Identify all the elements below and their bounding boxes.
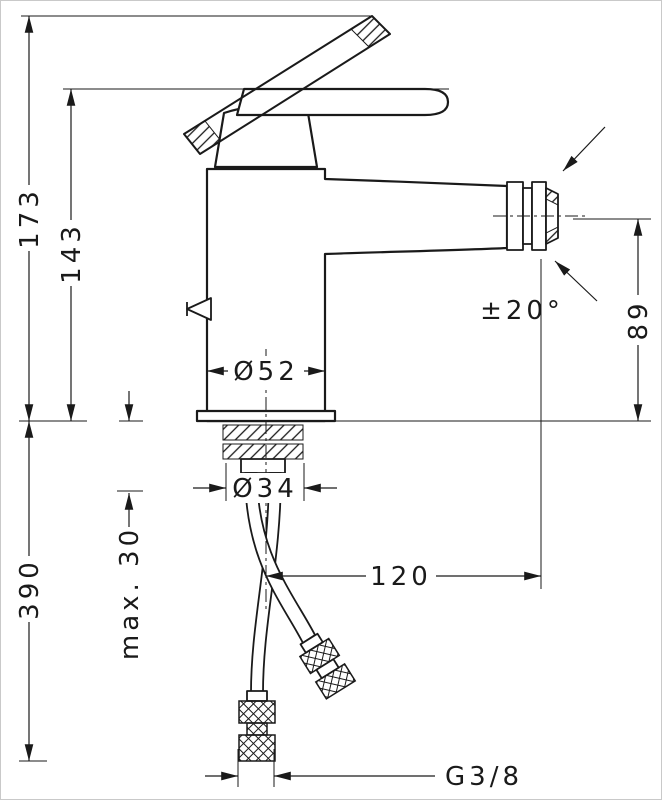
extension-lines: [19, 15, 651, 787]
label-bg-89: [623, 295, 653, 345]
dim-label-deck-thickness: max. 30: [115, 526, 145, 660]
label-bg-body-diameter: [228, 356, 304, 386]
lever-ghost-hatch-rear: [183, 120, 222, 155]
dim-label-swivel-angle: ±20°: [480, 296, 564, 326]
mounting-nut: [222, 443, 304, 460]
dim-label-body-diameter: Ø52: [233, 357, 299, 387]
dim-label-thread: G3/8: [445, 762, 523, 792]
label-bg-173: [14, 185, 44, 251]
connector-straight-nut-bottom: [238, 734, 276, 762]
lever-raised-ghost: [183, 15, 391, 155]
dimension-labels: 173 143 390 89 max. 30 Ø52 Ø34 120 ±20° …: [15, 187, 654, 792]
connector-angled: [298, 632, 357, 700]
label-bg-390: [14, 556, 44, 622]
side-marker-flag: [186, 297, 212, 321]
mounting-hardware: [222, 424, 304, 474]
connector-straight-neck: [246, 690, 268, 702]
dim-label-total-height: 173: [15, 187, 45, 249]
label-backgrounds: [14, 185, 653, 622]
swivel-arrow-upper: [562, 126, 606, 172]
dim-label-spout-height: 143: [57, 222, 87, 284]
connector-straight-nut-top: [238, 700, 276, 724]
connector-straight-mid: [246, 722, 268, 736]
dim-label-below-deck: 390: [15, 558, 45, 620]
swivel-arrow-lower: [554, 260, 598, 302]
connector-angled-nut-bottom: [314, 662, 357, 700]
shank-tube: [240, 458, 286, 474]
faucet: [183, 15, 559, 762]
label-bg-shank-diameter: [227, 473, 303, 503]
dim-label-reach: 120: [370, 562, 432, 592]
aerator-tip-hatch-top: [545, 187, 559, 206]
label-bg-143: [56, 220, 86, 286]
dim-label-shank-diameter: Ø34: [232, 474, 298, 504]
lever-ghost-hatch-tip: [350, 15, 391, 48]
mounting-washer: [222, 424, 304, 441]
body-side-marker: [186, 297, 212, 321]
aerator-tip-hatch-bottom: [545, 226, 559, 245]
label-bg-reach: [366, 561, 436, 591]
dim-label-outlet-height: 89: [624, 299, 654, 340]
connector-straight: [238, 690, 276, 762]
